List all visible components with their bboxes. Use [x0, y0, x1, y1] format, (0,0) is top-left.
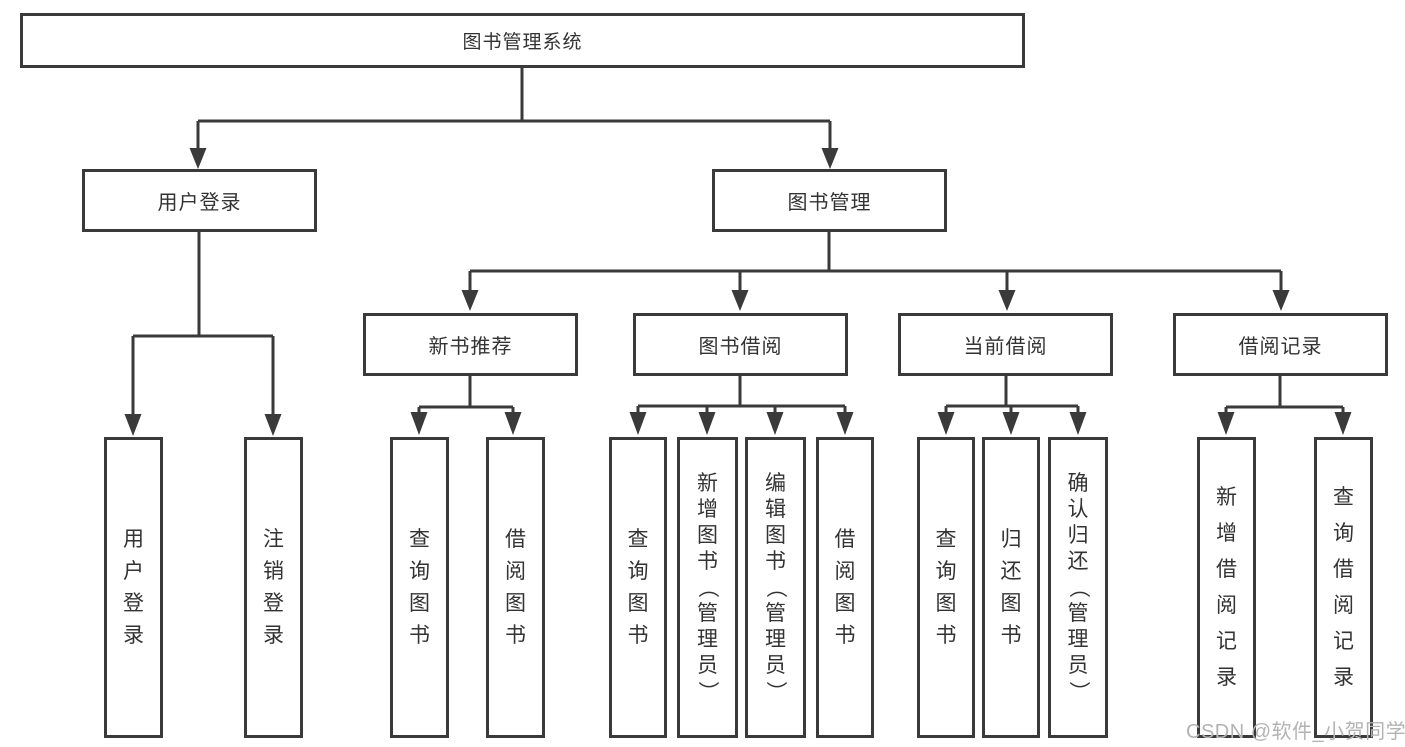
- leaf-edit-book-admin: 编辑图书（管理员）: [745, 437, 806, 738]
- arrowhead: [1002, 412, 1020, 435]
- arrowhead: [766, 412, 784, 435]
- leaf-label: 借阅图书: [834, 528, 856, 647]
- leaf-user-login: 用户登录: [104, 437, 163, 738]
- connector-bookborrow-to-leaves: [636, 376, 847, 414]
- leaf-query-borrow-record: 查询借阅记录: [1314, 437, 1373, 738]
- leaf-label: 新增图书（管理员）: [696, 472, 719, 702]
- connector-newbook-to-leaves: [417, 376, 515, 414]
- leaf-label: 用户登录: [123, 528, 144, 647]
- node-root-system: 图书管理系统: [20, 13, 1025, 68]
- leaf-borrow-book: 借阅图书: [816, 437, 874, 738]
- arrowhead: [189, 148, 207, 169]
- connector-currentborrow-to-leaves: [944, 376, 1080, 414]
- leaf-label: 查询图书: [409, 528, 430, 647]
- arrowhead: [698, 412, 716, 435]
- leaf-confirm-return-admin: 确认归还（管理员）: [1048, 437, 1108, 738]
- leaf-query-books-borrow: 查询图书: [609, 437, 667, 738]
- leaf-add-borrow-record: 新增借阅记录: [1197, 437, 1256, 738]
- leaf-return-book: 归还图书: [982, 437, 1040, 738]
- arrowhead: [124, 414, 142, 436]
- arrowhead: [410, 412, 428, 435]
- leaf-borrow-books-recommend: 借阅图书: [486, 437, 545, 738]
- leaf-logout: 注销登录: [244, 437, 303, 738]
- csdn-watermark: CSDN @软件_小贺同学: [1186, 721, 1405, 743]
- arrowhead: [821, 148, 839, 169]
- arrowhead: [998, 290, 1016, 311]
- leaf-query-books-current: 查询图书: [917, 437, 975, 738]
- leaf-label: 编辑图书（管理员）: [764, 472, 787, 702]
- arrowhead: [1272, 290, 1290, 311]
- node-label: 图书管理: [787, 192, 872, 214]
- leaf-label: 注销登录: [263, 528, 284, 647]
- node-label: 借阅记录: [1238, 336, 1323, 358]
- arrowhead: [1069, 412, 1087, 435]
- arrowhead: [1217, 412, 1235, 435]
- leaf-label: 新增借阅记录: [1216, 486, 1237, 689]
- connector-root-to-level2: [196, 68, 832, 151]
- arrowhead: [731, 290, 749, 311]
- connector-records-to-leaves: [1224, 376, 1345, 414]
- node-borrow-records: 借阅记录: [1173, 313, 1388, 376]
- leaf-add-book-admin: 新增图书（管理员）: [677, 437, 738, 738]
- arrowhead: [937, 412, 955, 435]
- arrowhead: [836, 412, 854, 435]
- arrowhead: [461, 290, 479, 311]
- arrowhead: [504, 412, 522, 435]
- node-label: 新书推荐: [428, 336, 513, 358]
- node-user-login-branch: 用户登录: [82, 169, 317, 232]
- leaf-label: 查询图书: [935, 528, 957, 647]
- leaf-label: 查询借阅记录: [1333, 486, 1354, 689]
- leaf-label: 借阅图书: [505, 528, 526, 647]
- arrowhead: [629, 412, 647, 435]
- leaf-label: 归还图书: [1000, 528, 1022, 647]
- node-label: 图书借阅: [698, 336, 783, 358]
- leaf-query-books-recommend: 查询图书: [390, 437, 449, 738]
- node-label: 当前借阅: [963, 336, 1048, 358]
- node-root-label: 图书管理系统: [462, 32, 583, 53]
- node-book-management-branch: 图书管理: [712, 169, 947, 232]
- node-book-borrow: 图书借阅: [633, 313, 848, 376]
- arrowhead: [264, 414, 282, 436]
- node-current-borrow: 当前借阅: [898, 313, 1113, 376]
- connector-userlogin-to-leaves: [131, 232, 275, 416]
- arrowhead: [1334, 412, 1352, 435]
- leaf-label: 查询图书: [627, 528, 649, 647]
- leaf-label: 确认归还（管理员）: [1066, 472, 1090, 702]
- connector-bookmgmt-to-level3: [468, 232, 1283, 293]
- node-new-book-recommend: 新书推荐: [363, 313, 578, 376]
- node-label: 用户登录: [157, 192, 242, 214]
